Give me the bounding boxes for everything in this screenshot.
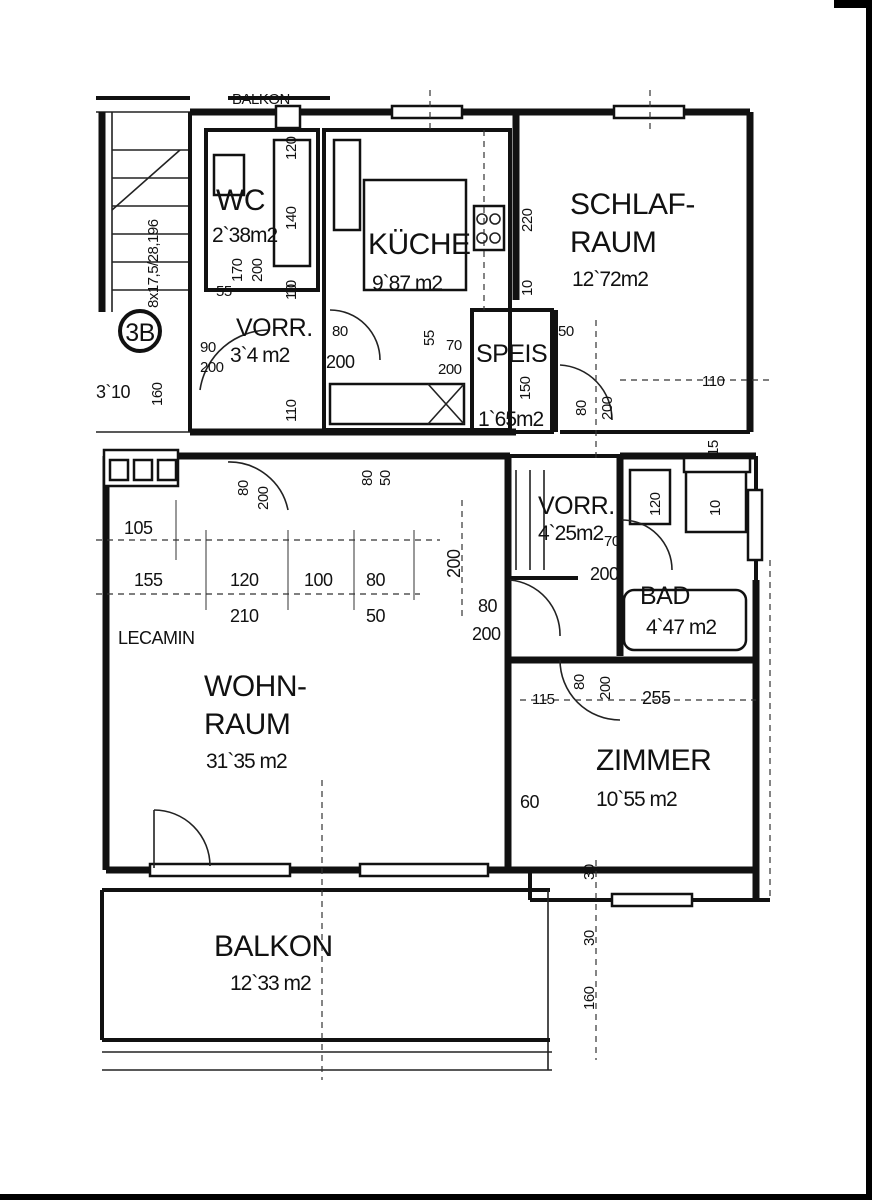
dim-vorr2-b: 200 (590, 564, 619, 584)
kueche-name: KÜCHE (368, 228, 471, 261)
zimmer-name: ZIMMER (596, 744, 711, 777)
wohn-name-1: WOHN- (204, 670, 306, 703)
dim-door-d: 50 (377, 470, 394, 486)
schlaf-area: 12`72m2 (572, 268, 648, 291)
dim-vorr1-c: 80 (332, 323, 348, 340)
vorr2-name: VORR. (538, 492, 615, 520)
stair-tag-circle (118, 309, 162, 353)
dim-vorr1-d: 200 (326, 352, 355, 372)
dim-zim-d: 255 (642, 688, 671, 708)
dimension-lines (96, 90, 771, 1080)
dim-wohn-d: 100 (304, 570, 333, 590)
dim-wohn-f: 210 (230, 606, 259, 626)
frame-right (866, 0, 872, 1200)
dim-wc-c: 200 (249, 258, 266, 282)
dim-kue-e: 10 (519, 280, 536, 296)
fixtures (108, 138, 752, 652)
vorr1-name: VORR. (236, 314, 313, 342)
vorr2-area: 4`25m2 (538, 522, 604, 545)
dim-speis-120: 120 (647, 492, 664, 516)
dim-bal-a: 30 (581, 930, 598, 946)
dim-speis-b: 50 (558, 323, 574, 340)
dim-vorr1-a: 90 (200, 339, 216, 356)
lecamin-label: LECAMIN (118, 628, 195, 648)
dim-vorr2-a: 70 (604, 533, 620, 550)
dim-wc-e: 10 (283, 284, 300, 300)
dim-vorr2-d: 200 (472, 624, 501, 644)
dim-wc-a: 55 (216, 283, 232, 300)
frame-bottom (0, 1194, 872, 1200)
dim-kue-c: 200 (438, 361, 462, 378)
dim-kue-a: 55 (421, 330, 438, 346)
dim-zim-f: 30 (581, 864, 598, 880)
dim-door-c: 80 (359, 470, 376, 486)
balkon-name: BALKON (214, 930, 333, 963)
dim-vorr1-e: 110 (283, 399, 300, 422)
dim-speis-a: 150 (517, 376, 534, 400)
dim-door-a: 80 (235, 480, 252, 496)
top-cut-label: BALKON (232, 91, 290, 108)
schlaf-name-1: SCHLAF- (570, 188, 695, 221)
dim-wc-f: 120 (283, 136, 300, 160)
doors (153, 309, 673, 868)
dim-wc-d: 140 (283, 206, 300, 230)
dim-schlaf-b: 200 (599, 396, 616, 420)
wohn-area: 31`35 m2 (206, 750, 287, 773)
dim-door-b: 200 (255, 486, 272, 510)
dim-wohn-a: 105 (124, 518, 153, 538)
dim-zim-c: 200 (597, 676, 614, 700)
dim-wohn-e: 80 (366, 570, 386, 590)
dim-vorr1-f: 10 (283, 280, 300, 296)
dim-kue-b: 70 (446, 337, 462, 354)
dim-wohn-h: 200 (444, 549, 464, 578)
dim-wohn-b: 155 (134, 570, 163, 590)
wc-area: 2`38m2 (212, 224, 278, 247)
dim-schlaf-c: 110 (702, 373, 725, 390)
dim-zim-a: 115 (532, 691, 555, 708)
balkon-area: 12`33 m2 (230, 972, 311, 995)
vorr1-area: 3`4 m2 (230, 344, 290, 367)
speis-area: 1`65m2 (478, 408, 544, 431)
schlaf-name-2: RAUM (570, 226, 656, 259)
dim-kue-d: 220 (519, 208, 536, 232)
dim-wohn-c: 120 (230, 570, 259, 590)
dim-vorr1-b: 200 (200, 359, 224, 376)
dim-wc-b: 170 (229, 258, 246, 282)
stair-tag: 3B (125, 319, 155, 347)
zimmer-area: 10`55 m2 (596, 788, 677, 811)
dim-bal-b: 160 (581, 986, 598, 1010)
dim-schlaf-a: 80 (573, 400, 590, 416)
bad-name: BAD (640, 582, 690, 610)
side-dim: 3`10 (96, 382, 131, 402)
dim-vorr1-g: 160 (149, 382, 166, 406)
frame-corner (834, 0, 872, 8)
speis-name: SPEIS (476, 340, 547, 368)
stair-note: 8x17,5/28,196 (145, 219, 162, 308)
stair-area (96, 96, 330, 433)
wohn-name-2: RAUM (204, 708, 290, 741)
bad-area: 4`47 m2 (646, 616, 716, 639)
dim-zim-e: 60 (520, 792, 540, 812)
dim-vorr2-c: 80 (478, 596, 498, 616)
dim-wohn-g: 50 (366, 606, 386, 626)
wc-name: WC (216, 184, 265, 217)
dim-zim-b: 80 (571, 674, 588, 690)
kueche-area: 9`87 m2 (372, 272, 442, 295)
dim-bad-a: 10 (707, 500, 724, 516)
windows (102, 104, 764, 908)
dim-bad-b: 15 (705, 440, 722, 456)
